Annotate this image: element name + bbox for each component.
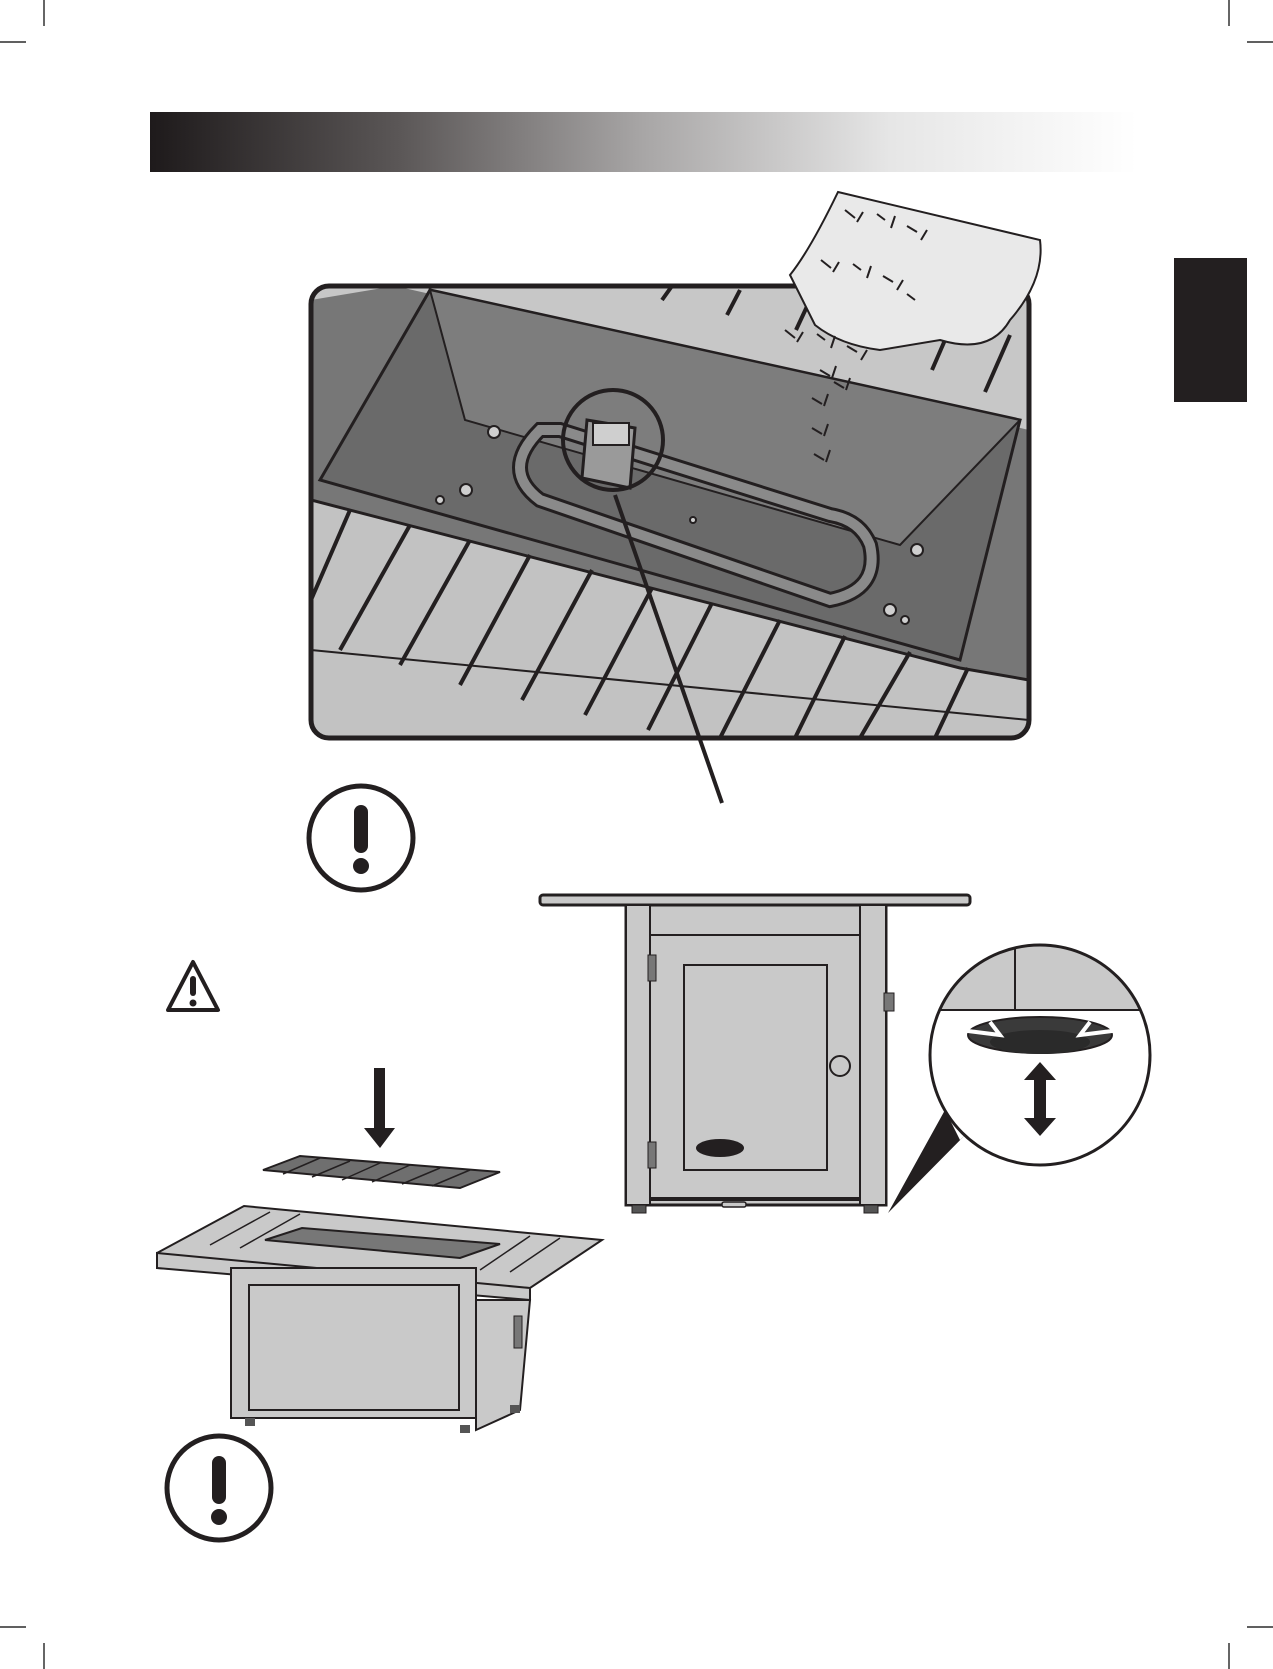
notice-icon-bottom [0, 0, 1273, 1669]
